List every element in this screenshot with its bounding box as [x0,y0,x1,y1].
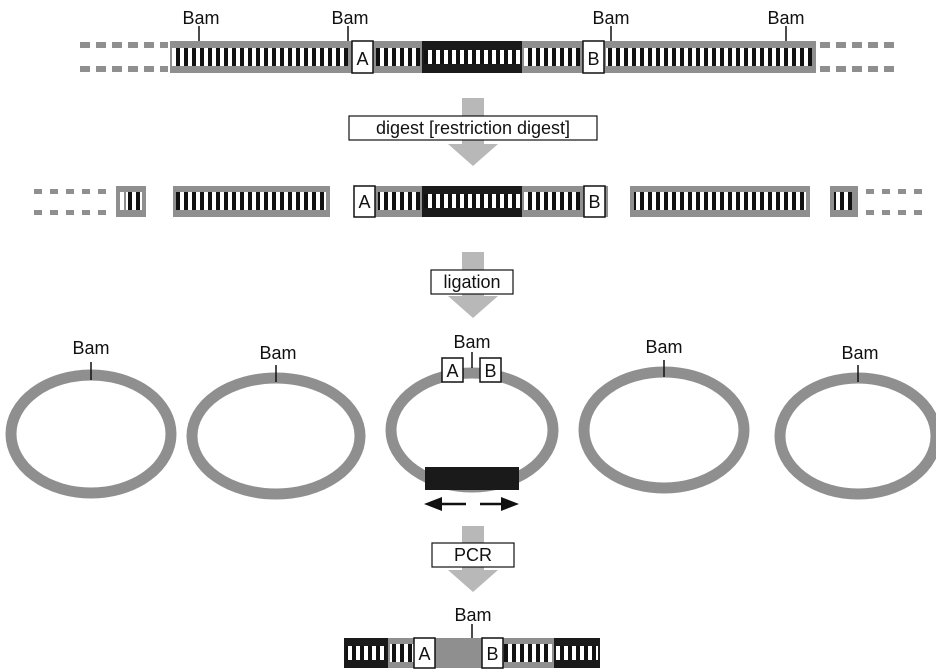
fragment-marker-b: B [588,192,600,212]
svg-text:Bam: Bam [645,337,682,357]
ligation-step: ligation [431,252,513,318]
marker-b-box: B [583,41,604,73]
digest-arrow-head [448,144,498,166]
svg-text:Bam: Bam [454,605,491,625]
svg-text:Bam: Bam [259,343,296,363]
fragment-2 [173,186,330,217]
pcr-primer-arrow-right [480,497,519,511]
svg-text:Bam: Bam [767,8,804,28]
ligation-arrow-head [448,296,498,318]
bam-site-3: Bam [592,8,629,41]
bam-site-4: Bam [767,8,804,41]
svg-text:Bam: Bam [592,8,629,28]
digest-step: digest [restriction digest] [349,98,597,166]
fragment-marker-a: A [358,192,370,212]
digest-label: digest [restriction digest] [376,118,570,138]
insert-black-region [425,467,519,490]
dna-rung-band-mid-left [376,48,420,66]
pcr-primer-arrow-left [424,497,466,511]
circle-5: Bam [780,343,936,494]
svg-text:Bam: Bam [453,332,490,352]
circle-2: Bam [192,343,360,494]
svg-text:A: A [356,49,368,69]
svg-text:Bam: Bam [72,338,109,358]
fragment-4 [630,186,810,217]
pcr-step: PCR [432,526,514,592]
circle-insert: A B Bam [391,332,553,511]
svg-text:Bam: Bam [182,8,219,28]
dna-dotted-end-right [820,42,894,72]
svg-text:B: B [484,361,496,381]
marker-a-box: A [352,41,373,73]
ligation-label: ligation [443,272,500,292]
dna-dotted-end-left [80,42,168,72]
bam-site-1: Bam [182,8,219,41]
pcr-label: PCR [454,545,492,565]
svg-text:A: A [446,361,458,381]
svg-text:Bam: Bam [331,8,368,28]
dna-insert-rungs [424,50,520,64]
svg-text:A: A [418,644,430,664]
fragment-insert: A B [354,186,608,217]
dna-rung-band-right [606,48,812,66]
fragment-left-end [34,186,146,217]
dna-rung-band-mid-right [524,48,580,66]
svg-text:B: B [587,49,599,69]
fragment-right-end [830,186,922,217]
dna-rung-band-left [172,48,348,66]
digested-fragments: A B [34,186,922,217]
pcr-arrow-head [448,570,498,592]
pcr-product: Bam A B [344,605,600,668]
genomic-dna: A B Bam Bam Bam Bam [80,8,894,73]
circle-1: Bam [11,338,171,493]
bam-site-2: Bam [331,8,368,41]
svg-text:B: B [486,644,498,664]
svg-text:Bam: Bam [841,343,878,363]
circle-4: Bam [584,337,744,488]
